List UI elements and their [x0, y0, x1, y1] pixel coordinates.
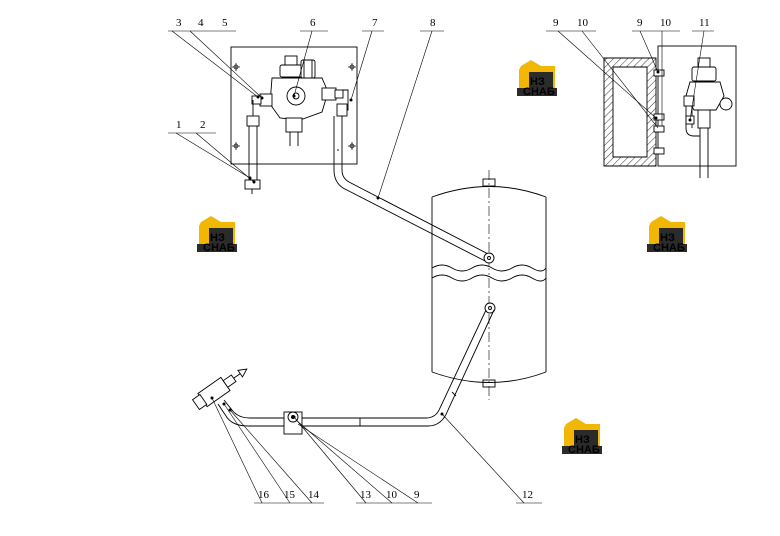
callout-11: 11	[699, 17, 710, 29]
svg-text:СНАБ: СНАБ	[203, 242, 235, 254]
callout-15: 15	[284, 489, 296, 501]
drain-valve-assembly	[191, 368, 303, 435]
callout-8: 8	[430, 17, 436, 29]
callout-4: 4	[198, 17, 204, 29]
receiver-tank	[431, 170, 547, 400]
callout-12: 12	[522, 489, 533, 501]
leader-lines	[168, 30, 714, 504]
callout-7: 7	[372, 17, 378, 29]
pipe-to-tank	[333, 116, 493, 263]
callout-9-c: 9	[414, 489, 420, 501]
svg-text:НЗ: НЗ	[660, 232, 675, 244]
watermark-logos: НЗ СНАБ НЗ СНАБ НЗ СНАБ НЗ СНАБ	[197, 60, 687, 456]
callout-1: 1	[176, 119, 182, 131]
callout-2: 2	[200, 119, 206, 131]
svg-text:СНАБ: СНАБ	[523, 86, 555, 98]
callout-14: 14	[308, 489, 320, 501]
svg-text:НЗ: НЗ	[210, 232, 225, 244]
callout-labels: 3 4 5 6 7 8 1 2 9 10 9 10 11 16 15 14 13…	[176, 17, 710, 501]
callout-13: 13	[360, 489, 372, 501]
svg-text:СНАБ: СНАБ	[653, 242, 685, 254]
svg-text:НЗ: НЗ	[530, 76, 545, 88]
callout-9-b: 9	[637, 17, 643, 29]
callout-3: 3	[176, 17, 182, 29]
pressure-regulator-valve	[251, 55, 349, 146]
logo-watermark: НЗ СНАБ	[197, 216, 237, 254]
mounting-plate-left	[230, 46, 358, 165]
logo-watermark: НЗ СНАБ	[517, 60, 557, 98]
leader-dots	[210, 70, 692, 419]
logo-watermark: НЗ СНАБ	[647, 216, 687, 254]
svg-text:СНАБ: СНАБ	[568, 444, 600, 456]
callout-6: 6	[310, 17, 316, 29]
side-view-inset	[603, 45, 737, 178]
callout-10-a: 10	[577, 17, 589, 29]
callout-16: 16	[258, 489, 270, 501]
drain-pipe	[300, 309, 495, 427]
logo-watermark: НЗ СНАБ	[562, 418, 602, 456]
inlet-pipe-left	[244, 100, 261, 194]
callout-10-b: 10	[660, 17, 672, 29]
callout-10-c: 10	[386, 489, 398, 501]
svg-text:НЗ: НЗ	[575, 434, 590, 446]
callout-5: 5	[222, 17, 228, 29]
callout-9-a: 9	[553, 17, 559, 29]
